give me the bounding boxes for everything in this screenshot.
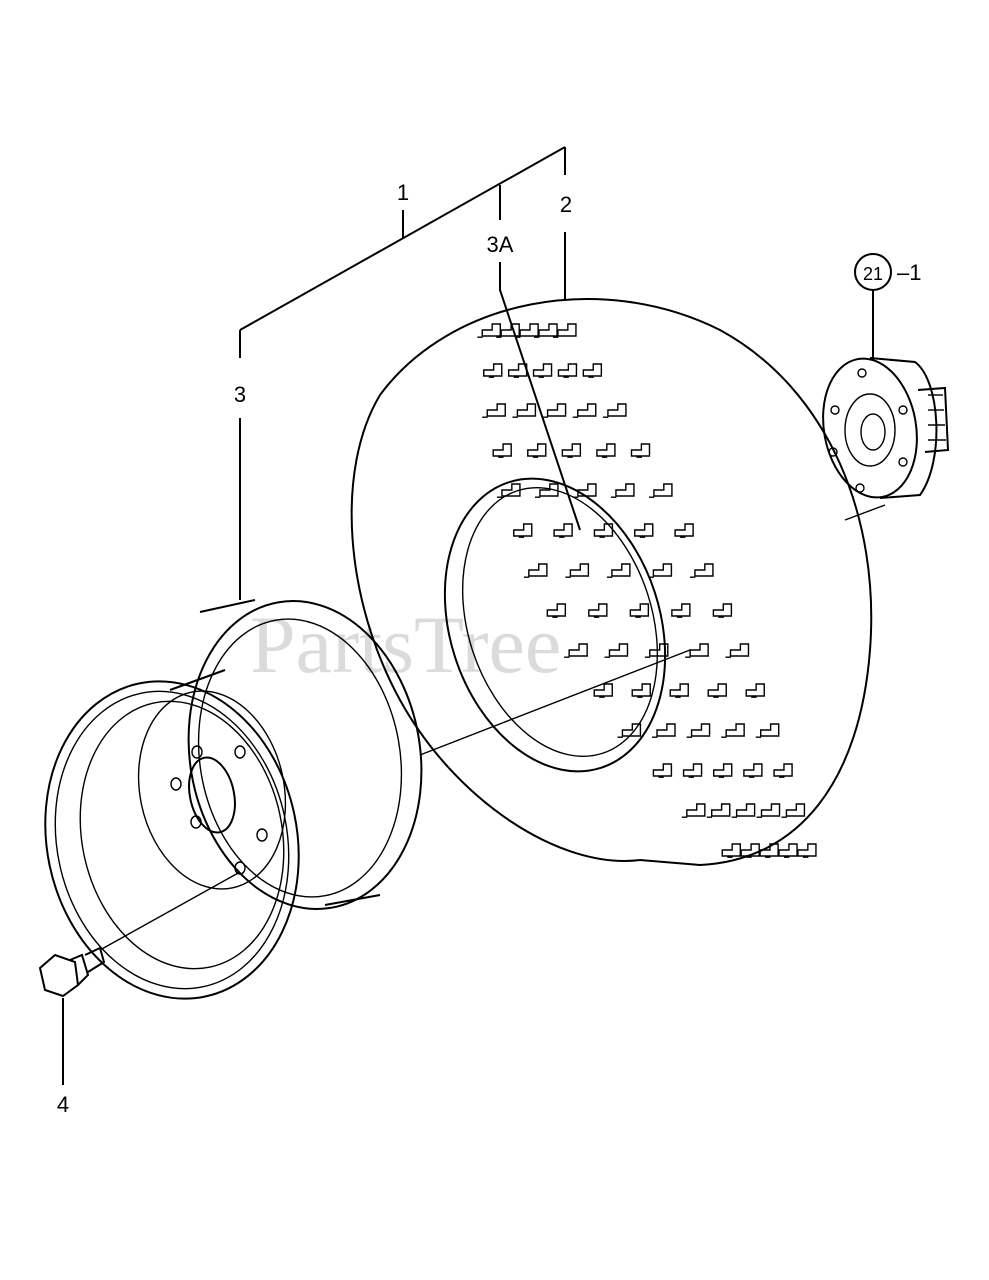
tread-block	[483, 363, 503, 378]
tread-block	[496, 323, 520, 338]
tread-block	[593, 523, 614, 538]
tread-block	[564, 643, 588, 658]
tread-block	[596, 443, 616, 458]
callout-2: 2	[560, 192, 572, 217]
tread-block	[725, 643, 750, 658]
tread-block	[527, 443, 547, 458]
tread-block	[557, 363, 578, 378]
tread-block	[565, 563, 590, 578]
tread-block	[651, 723, 676, 738]
tread-block	[706, 803, 731, 818]
tread-block	[671, 603, 691, 618]
tread-block	[731, 803, 756, 818]
tread-block	[686, 723, 711, 738]
tread-block	[674, 523, 694, 538]
tread-block	[745, 683, 765, 698]
tread-block	[553, 523, 573, 538]
tread-block	[778, 843, 798, 858]
callout-4: 4	[57, 1092, 69, 1117]
tread-block	[492, 443, 512, 458]
watermark: PartsTree	[250, 599, 561, 690]
tread-block	[721, 723, 745, 738]
callout-21-number: 21	[863, 264, 883, 284]
rim	[44, 599, 423, 1000]
tread-block	[534, 323, 558, 338]
tread-block	[685, 643, 709, 658]
tread-block	[756, 803, 781, 818]
tread-block	[721, 843, 741, 858]
tread-block	[572, 403, 597, 418]
tread-block	[593, 683, 613, 698]
tread-block	[781, 803, 806, 818]
tread-block	[532, 363, 553, 378]
tread-block	[542, 403, 567, 418]
tread-block	[712, 603, 733, 618]
tread-block	[507, 363, 528, 378]
tread-block	[610, 483, 635, 498]
tread-block	[552, 323, 577, 338]
tread-block	[681, 803, 706, 818]
tread-block	[602, 403, 627, 418]
tread-block	[588, 603, 608, 618]
tread-block	[634, 523, 654, 538]
tread-block	[482, 403, 506, 418]
tread-block	[630, 443, 651, 458]
tread-block	[689, 563, 714, 578]
tread-block	[773, 763, 793, 778]
tread-block	[797, 843, 817, 858]
tread-block	[606, 563, 631, 578]
callout-3a: 3A	[487, 232, 514, 257]
tread-block	[631, 683, 651, 698]
tread-block	[644, 643, 669, 658]
tread-block	[755, 723, 780, 738]
tread-block	[513, 523, 533, 538]
tread-block	[713, 763, 733, 778]
tread-block	[477, 323, 501, 338]
callout-21-1: 21 –1	[854, 253, 921, 291]
tread-block	[561, 443, 582, 458]
tread-block	[707, 683, 727, 698]
callout-1: 1	[397, 180, 409, 205]
tread-block	[523, 563, 548, 578]
tread-block	[682, 763, 703, 778]
rim-bolt-holes	[170, 745, 268, 875]
leader-lines	[62, 146, 886, 1085]
tread-block	[572, 483, 597, 498]
tread-block	[617, 723, 642, 738]
tread-block	[629, 603, 650, 618]
tread-block	[546, 603, 567, 618]
tread-block	[512, 403, 537, 418]
callout-3: 3	[234, 382, 246, 407]
tread-block	[534, 483, 559, 498]
tread-block	[582, 363, 603, 378]
tire-tread	[477, 323, 817, 858]
hub-bolt-holes	[828, 368, 908, 493]
tread-block	[604, 643, 629, 658]
tread-block	[496, 483, 521, 498]
wheel-hub	[822, 357, 950, 499]
tire	[350, 298, 873, 867]
tread-block	[740, 843, 760, 858]
tread-block	[743, 763, 763, 778]
tread-block	[648, 563, 673, 578]
tread-block	[759, 843, 779, 858]
tread-block	[652, 763, 673, 778]
lug-bolt	[38, 946, 106, 998]
tread-block	[648, 483, 673, 498]
callout-21-suffix: –1	[897, 260, 921, 285]
tread-block	[669, 683, 689, 698]
